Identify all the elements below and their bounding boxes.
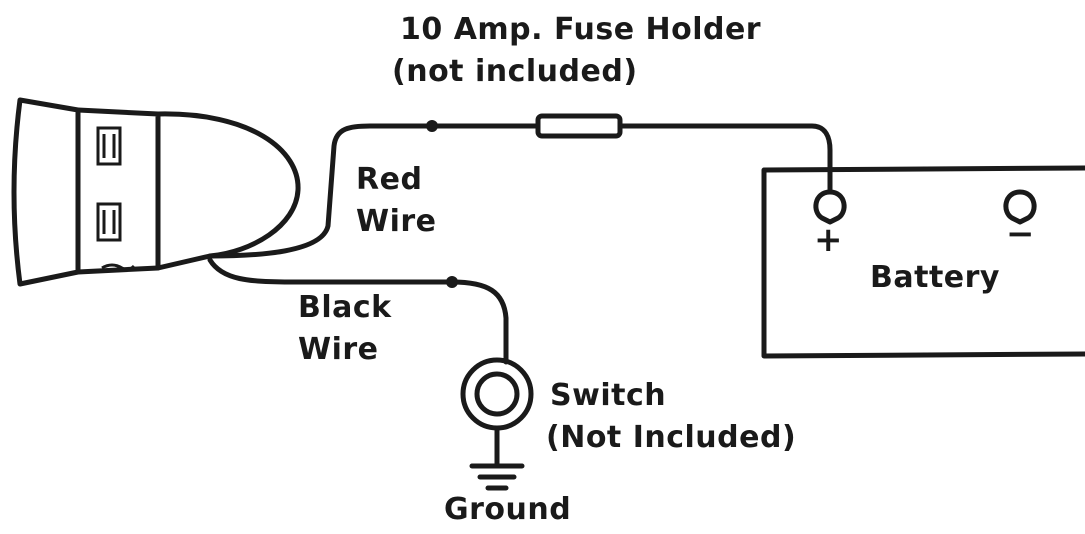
black-wire-label: Black bbox=[298, 290, 392, 325]
ground-symbol bbox=[469, 425, 525, 491]
red-wire-label: Red bbox=[356, 162, 423, 197]
switch-symbol bbox=[460, 357, 534, 431]
housing-clip bbox=[101, 263, 136, 272]
switch-note: (Not Included) bbox=[546, 420, 797, 455]
red-wire-label-2: Wire bbox=[356, 204, 437, 239]
gauge-bezel bbox=[11, 97, 81, 287]
positive-terminal bbox=[813, 189, 847, 225]
switch-inner-ring bbox=[474, 371, 520, 417]
black-wire bbox=[207, 257, 509, 365]
gauge-device bbox=[11, 97, 301, 287]
black-wire-label-2: Wire bbox=[298, 332, 379, 367]
fuse-holder bbox=[535, 113, 623, 139]
red-wire-splice-dot bbox=[426, 120, 438, 132]
fuse-holder-label: 10 Amp. Fuse Holder bbox=[400, 12, 762, 47]
fuse-holder-note: (not included) bbox=[392, 54, 638, 89]
gauge-back-cap bbox=[155, 111, 301, 271]
red-wire-to-battery bbox=[617, 123, 833, 195]
black-wire-splice-dot bbox=[446, 276, 458, 288]
positive-sign: + bbox=[814, 220, 843, 260]
ground-label: Ground bbox=[444, 492, 572, 527]
gauge-housing bbox=[75, 107, 161, 275]
negative-sign: − bbox=[1006, 214, 1035, 254]
battery-outline bbox=[761, 165, 1085, 359]
battery-symbol bbox=[761, 165, 1085, 359]
negative-terminal bbox=[1003, 189, 1037, 225]
battery-label: Battery bbox=[870, 260, 1000, 295]
red-wire bbox=[207, 123, 541, 259]
terminal-block-top bbox=[96, 126, 122, 166]
terminal-block-bottom bbox=[96, 202, 122, 242]
switch-outer-ring bbox=[460, 357, 534, 431]
switch-label: Switch bbox=[550, 378, 667, 413]
